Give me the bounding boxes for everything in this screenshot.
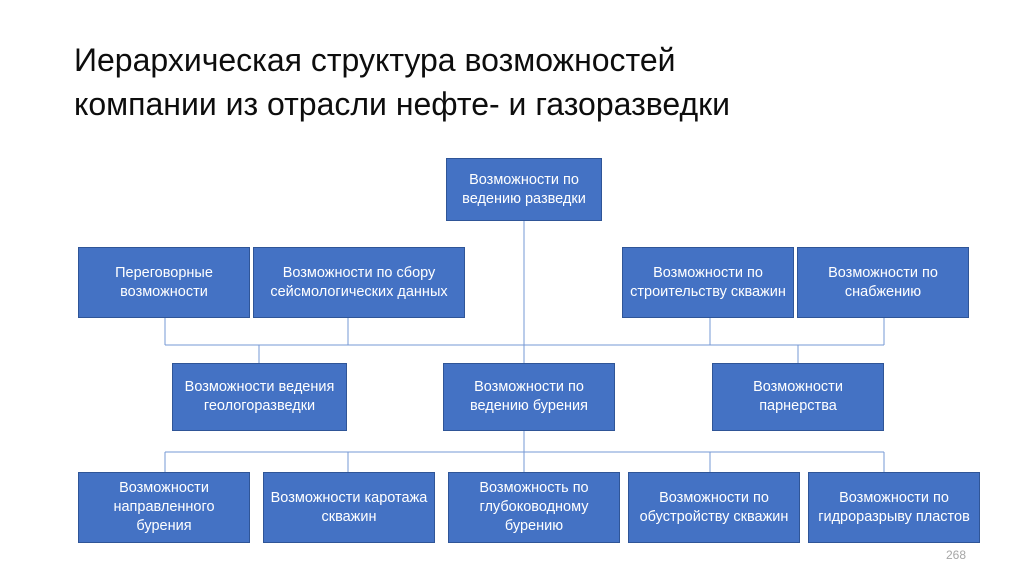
node-label: Возможности парнерства [753, 379, 843, 414]
node-negotiation-capabilities[interactable]: Переговорные возможности [78, 247, 250, 318]
node-label: Возможности направленного бурения [113, 480, 215, 534]
node-label: Возможности по ведению бурения [470, 379, 588, 414]
node-label: Возможности по обустройству скважин [639, 489, 789, 525]
node-label: Переговорные возможности [115, 264, 213, 300]
page-number: 268 [945, 548, 966, 562]
node-well-logging[interactable]: Возможности каротажа скважин [263, 472, 435, 543]
node-geological-exploration[interactable]: Возможности ведения геологоразведки [172, 363, 347, 431]
node-well-development[interactable]: Возможности по обустройству скважин [628, 472, 800, 543]
node-well-construction[interactable]: Возможности по строительству скважин [622, 247, 794, 318]
page-title: Иерархическая структура возможностей ком… [74, 42, 731, 122]
node-label: Возможность по глубоководному бурению [479, 480, 589, 534]
node-drilling-operations[interactable]: Возможности по ведению бурения [443, 363, 615, 431]
node-label: Возможности по снабжению [828, 264, 938, 300]
node-root-label: Возможности по ведению разведки [462, 171, 586, 207]
node-deepwater-drilling[interactable]: Возможность по глубоководному бурению [448, 472, 620, 543]
node-label: Возможности по гидроразрыву пластов [818, 489, 970, 525]
node-label: Возможности каротажа скважин [270, 489, 428, 525]
node-label: Возможности по строительству скважин [630, 264, 786, 300]
node-seismic-data-collection[interactable]: Возможности по сбору сейсмологических да… [253, 247, 465, 318]
node-hydraulic-fracturing[interactable]: Возможности по гидроразрыву пластов [808, 472, 980, 543]
node-supply-capabilities[interactable]: Возможности по снабжению [797, 247, 969, 318]
node-partnership-capabilities[interactable]: Возможности парнерства [712, 363, 884, 431]
node-label: Возможности ведения геологоразведки [184, 379, 335, 414]
node-label: Возможности по сбору сейсмологических да… [270, 264, 448, 300]
node-directional-drilling[interactable]: Возможности направленного бурения [78, 472, 250, 543]
node-root[interactable]: Возможности по ведению разведки [446, 158, 602, 221]
